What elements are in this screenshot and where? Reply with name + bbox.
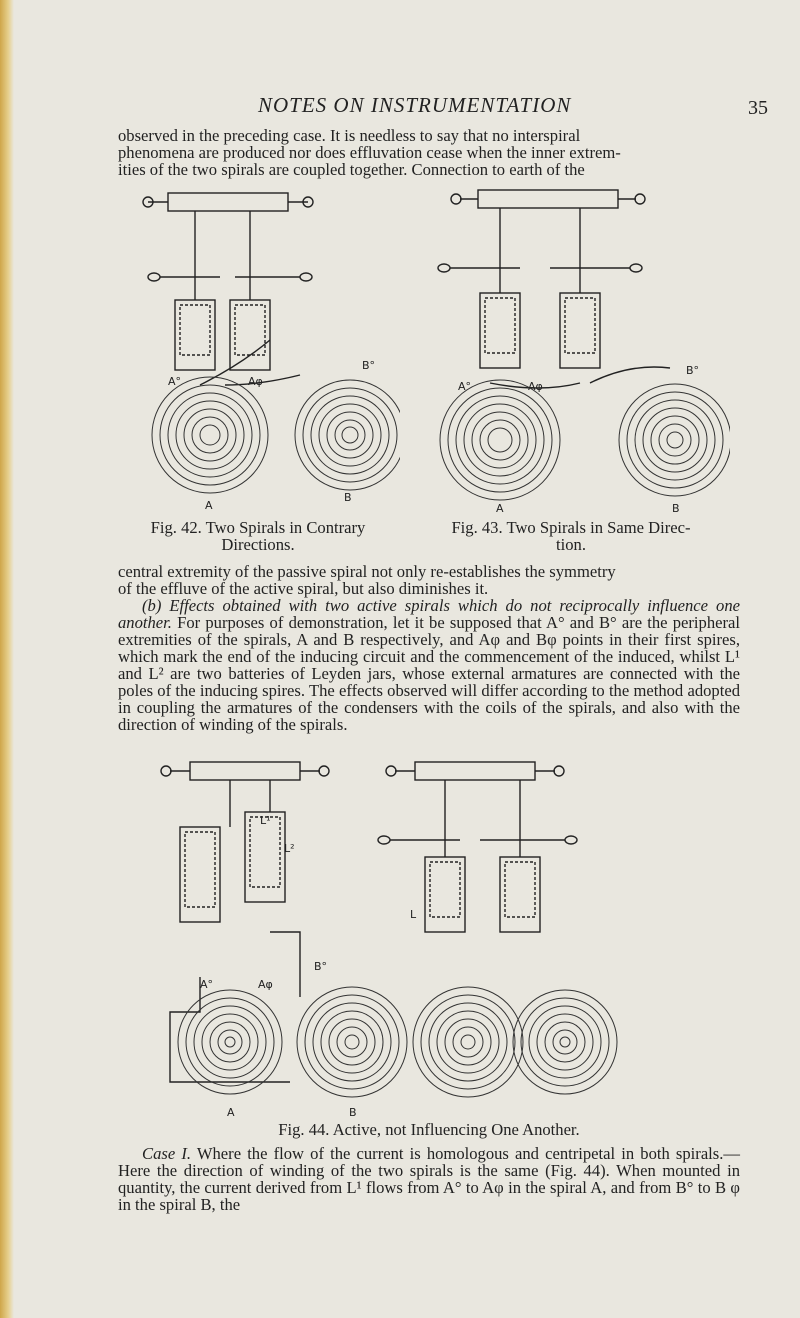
case-label: Case I. <box>142 1144 191 1163</box>
fig43-label-a-bottom: A <box>496 502 504 514</box>
fig42-label-a-bottom: A <box>205 499 213 512</box>
figure-42-caption-line: Fig. 42. Two Spirals in Contrary <box>150 518 366 537</box>
figure-44-caption: Fig. 44. Active, not Influencing One Ano… <box>278 1120 580 1139</box>
fig44-label-b-bottom: B <box>349 1106 357 1119</box>
page-number: 35 <box>748 97 768 119</box>
fig42-label-a-phi: Aφ <box>248 375 263 388</box>
fig44-label-a-top: A° <box>200 978 213 991</box>
page-binding-edge <box>0 0 14 1318</box>
paragraph-1-line: phenomena are produced nor does effluvat… <box>118 143 621 162</box>
figure-42-illustration: A° Aφ B° A B <box>142 192 400 512</box>
figure-43-caption: Fig. 43. Two Spirals in Same Direc- tion… <box>402 519 740 553</box>
fig43-label-a-phi: Aφ <box>528 380 543 393</box>
fig44-label-a-bottom: A <box>227 1106 235 1119</box>
figure-43-illustration: A° Aφ B° A B <box>437 189 730 514</box>
figure-42-caption-line: Directions. <box>221 535 295 554</box>
fig44-label-a-phi: Aφ <box>258 978 273 991</box>
paragraph-2-line: of the effluve of the active spiral, but… <box>118 579 489 598</box>
paragraph-1: observed in the preceding case. It is ne… <box>118 127 740 178</box>
fig44-label-b-top: B° <box>314 960 327 973</box>
fig42-label-b-top: B° <box>362 359 375 372</box>
paragraph-2: central extremity of the passive spiral … <box>118 563 740 733</box>
figure-44-illustration: L¹ L² A° Aφ B° L A B <box>160 761 618 1119</box>
figure-43-caption-line: tion. <box>556 535 586 554</box>
fig43-label-a-top: A° <box>458 380 471 393</box>
paragraph-1-line: ities of the two spirals are coupled tog… <box>118 160 585 179</box>
page-header: NOTES ON INSTRUMENTATION 35 <box>0 93 800 123</box>
fig43-label-b-bottom: B <box>672 502 680 514</box>
figure-43-caption-line: Fig. 43. Two Spirals in Same Direc- <box>451 518 691 537</box>
figure-42-caption: Fig. 42. Two Spirals in Contrary Directi… <box>118 519 398 553</box>
fig44-label-l: L <box>410 908 417 921</box>
section-subheading: (b) Effects obtained with two active spi… <box>118 596 740 632</box>
fig42-label-b-bottom: B <box>344 491 352 504</box>
fig42-label-a-top: A° <box>168 375 181 388</box>
paragraph-2-body: (b) Effects obtained with two active spi… <box>118 597 740 733</box>
paragraph-3: Case I. Where the flow of the current is… <box>118 1145 740 1213</box>
fig43-label-b-top: B° <box>686 364 699 377</box>
paragraph-2-text: For purposes of demonstration, let it be… <box>118 613 740 734</box>
paragraph-1-line: observed in the preceding case. It is ne… <box>118 126 581 145</box>
fig44-label-l1: L¹ <box>260 814 271 827</box>
paragraph-3-text: Where the flow of the current is homolog… <box>118 1144 740 1214</box>
running-title: NOTES ON INSTRUMENTATION <box>258 93 572 117</box>
fig44-label-l2: L² <box>284 842 295 855</box>
paragraph-2-line: central extremity of the passive spiral … <box>118 562 616 581</box>
